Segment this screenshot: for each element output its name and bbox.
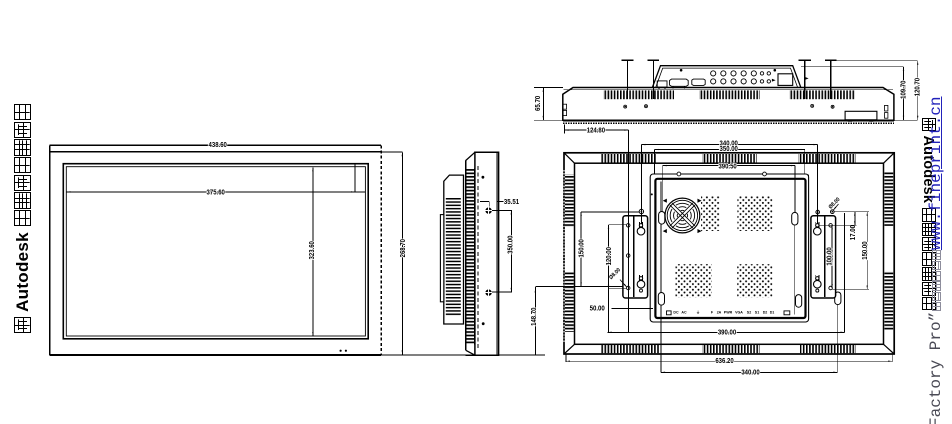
svg-text:340.00: 340.00 [741, 369, 759, 376]
svg-text:636.20: 636.20 [715, 358, 733, 365]
svg-text:120.00: 120.00 [606, 247, 613, 265]
svg-text:340.00: 340.00 [720, 141, 738, 148]
svg-text:120.70: 120.70 [915, 78, 922, 96]
svg-text:340.00: 340.00 [741, 369, 759, 376]
svg-text:120.70: 120.70 [915, 78, 922, 96]
svg-text:50.00: 50.00 [590, 305, 605, 312]
svg-text:375.60: 375.60 [207, 189, 225, 196]
svg-text:390.50: 390.50 [718, 163, 736, 170]
svg-text:438.60: 438.60 [209, 142, 227, 149]
svg-text:VGA: VGA [735, 311, 743, 315]
svg-text:150.00: 150.00 [862, 241, 869, 259]
svg-text:148.70: 148.70 [531, 307, 538, 325]
svg-text:120.00: 120.00 [606, 247, 613, 265]
svg-text:S2: S2 [747, 311, 751, 315]
svg-text:AC: AC [681, 311, 687, 315]
svg-text:323.60: 323.60 [309, 241, 316, 259]
svg-text:100.00: 100.00 [827, 247, 834, 265]
svg-text:438.60: 438.60 [209, 142, 227, 149]
svg-text:268.70: 268.70 [400, 239, 407, 257]
svg-text:65.70: 65.70 [535, 96, 542, 111]
svg-text:S1: S1 [755, 311, 759, 315]
svg-text:150.00: 150.00 [579, 239, 586, 257]
svg-text:100.00: 100.00 [827, 247, 834, 265]
svg-text:148.70: 148.70 [531, 307, 538, 325]
svg-text:350.00: 350.00 [720, 146, 738, 153]
svg-text:350.00: 350.00 [508, 235, 515, 253]
svg-text:109.70: 109.70 [900, 80, 907, 98]
svg-text:268.70: 268.70 [400, 239, 407, 257]
svg-text:Ø8.00: Ø8.00 [608, 267, 622, 281]
svg-text:124.80: 124.80 [587, 127, 605, 134]
svg-text:F: F [711, 311, 714, 315]
svg-text:109.70: 109.70 [900, 80, 907, 98]
svg-text:323.60: 323.60 [309, 241, 316, 259]
svg-text:390.50: 390.50 [718, 163, 736, 170]
svg-text:150.00: 150.00 [862, 241, 869, 259]
svg-text:17.00: 17.00 [850, 225, 857, 240]
svg-text:⏚: ⏚ [696, 310, 700, 315]
svg-text:350.00: 350.00 [720, 146, 738, 153]
svg-text:390.00: 390.00 [718, 330, 736, 337]
svg-text:PWR: PWR [724, 311, 733, 315]
svg-text:35.51: 35.51 [504, 199, 519, 206]
svg-text:350.00: 350.00 [508, 235, 515, 253]
svg-text:390.00: 390.00 [718, 330, 736, 337]
svg-text:D2: D2 [763, 311, 768, 315]
svg-text:DC: DC [673, 311, 679, 315]
svg-text:65.70: 65.70 [535, 96, 542, 111]
svg-text:340.00: 340.00 [720, 141, 738, 148]
svg-text:150.00: 150.00 [579, 239, 586, 257]
svg-text:124.80: 124.80 [587, 127, 605, 134]
svg-text:2A: 2A [717, 311, 722, 315]
svg-text:D1: D1 [770, 311, 775, 315]
svg-text:375.60: 375.60 [207, 189, 225, 196]
svg-text:636.20: 636.20 [715, 358, 733, 365]
